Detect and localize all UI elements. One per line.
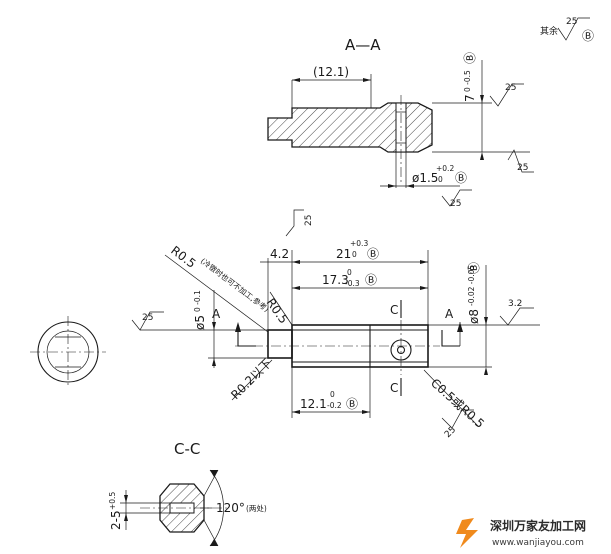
general-roughness-mark: Ⓑ <box>582 29 594 43</box>
section-c-c: C-C 2-5 +0.5 120° (两处) <box>108 440 267 547</box>
lightning-logo-icon <box>456 518 478 548</box>
main-mark-right-dia: Ⓑ <box>467 262 481 274</box>
main-cut-c-bottom: C <box>390 381 398 395</box>
main-dim-right-dia-tol: -0.02 -0.05 <box>467 265 476 306</box>
roughness-symbol <box>557 17 590 41</box>
roughness-symbol <box>507 149 534 173</box>
general-roughness: 其余 25 Ⓑ <box>540 17 594 43</box>
section-a-dim-hole: ø1.5 <box>412 171 438 185</box>
main-left-neck <box>267 329 293 359</box>
section-c-title: C-C <box>174 440 200 458</box>
section-a-dim-hole-tol-lower: 0 <box>438 175 443 184</box>
section-c-angle: 120° <box>216 501 245 515</box>
main-dim-step: 17.3 <box>322 273 349 287</box>
main-dim-left-gap: 4.2 <box>270 247 289 261</box>
section-c-angle-arc <box>209 469 224 547</box>
main-dim-lower: 12.1 <box>300 397 327 411</box>
section-a-dim-height-tol: 0 -0.5 <box>463 70 472 92</box>
main-cut-a-right: A <box>445 307 454 321</box>
main-radius-inner: R0.5 <box>264 296 291 326</box>
main-dim-overall-tol-lower: 0 <box>352 250 357 259</box>
main-roughness-bottom: 25 <box>443 425 458 440</box>
section-a-roughness-3: 25 <box>450 199 461 209</box>
section-a-dim-length: (12.1) <box>313 65 349 79</box>
main-radius-note-paren: (冷镦时也可不加工,参考) <box>199 256 272 314</box>
main-dim-overall: 21 <box>336 247 351 261</box>
section-a-a: A—A (12.1) 7 0 -0.5 Ⓑ 25 25 <box>267 36 534 209</box>
watermark-url: www.wanjiayou.com <box>492 538 584 548</box>
section-a-mark-2: Ⓑ <box>455 171 467 185</box>
general-roughness-value: 25 <box>566 17 577 27</box>
roughness-symbol <box>285 209 304 237</box>
main-dim-lower-tol-upper: 0 <box>330 390 335 399</box>
main-view: 21 +0.3 0 Ⓑ 4.2 25 17.3 0 -0.3 Ⓑ R0.5 (冷… <box>131 209 540 440</box>
main-roughness-top: 25 <box>304 215 314 226</box>
end-view <box>30 316 106 388</box>
main-cut-a-left: A <box>212 307 221 321</box>
section-a-dim-hole-tol-upper: +0.2 <box>436 164 454 173</box>
main-dim-lower-tol-lower: -0.2 <box>327 401 342 410</box>
section-a-mark-1: Ⓑ <box>463 52 477 64</box>
main-dim-left-dia-tol: 0 -0.1 <box>193 290 202 312</box>
section-a-roughness-2: 25 <box>517 163 528 173</box>
roughness-symbol <box>131 311 164 331</box>
main-roughness-left: 25 <box>142 313 153 323</box>
main-dim-right-dia: ø8 <box>467 309 481 324</box>
roughness-symbol <box>489 83 524 107</box>
main-dim-left-dia: ø5 <box>193 315 207 330</box>
section-a-body <box>267 102 433 153</box>
watermark-name: 深圳万家友加工网 <box>490 518 586 533</box>
section-c-angle-note: (两处) <box>246 503 267 513</box>
section-c-dim-width-tol: +0.5 <box>108 492 117 510</box>
main-radius-lower: R0.2以下 <box>228 356 274 402</box>
main-dim-step-tol-lower: -0.3 <box>345 279 360 288</box>
main-cut-c-top: C <box>390 303 398 317</box>
main-dim-overall-tol-upper: +0.3 <box>350 239 368 248</box>
watermark: 深圳万家友加工网 www.wanjiayou.com <box>448 512 608 552</box>
general-roughness-prefix: 其余 <box>540 25 558 37</box>
roughness-symbol <box>441 409 474 429</box>
main-mark-overall: Ⓑ <box>367 247 379 261</box>
roughness-symbol <box>441 189 472 207</box>
main-radius-note: R0.5 <box>168 243 198 271</box>
main-mark-lower: Ⓑ <box>346 397 358 411</box>
section-c-dim-width: 2-5 <box>109 510 123 530</box>
main-mark-step: Ⓑ <box>365 273 377 287</box>
roughness-symbol <box>499 307 534 326</box>
section-a-dim-height: 7 <box>463 94 477 102</box>
section-a-title: A—A <box>345 36 381 54</box>
main-chamfer: C0.5或R0.5 <box>428 376 487 431</box>
section-a-roughness-1: 25 <box>505 83 516 93</box>
main-dim-step-tol-upper: 0 <box>347 268 352 277</box>
main-roughness-right: 3.2 <box>508 299 522 309</box>
